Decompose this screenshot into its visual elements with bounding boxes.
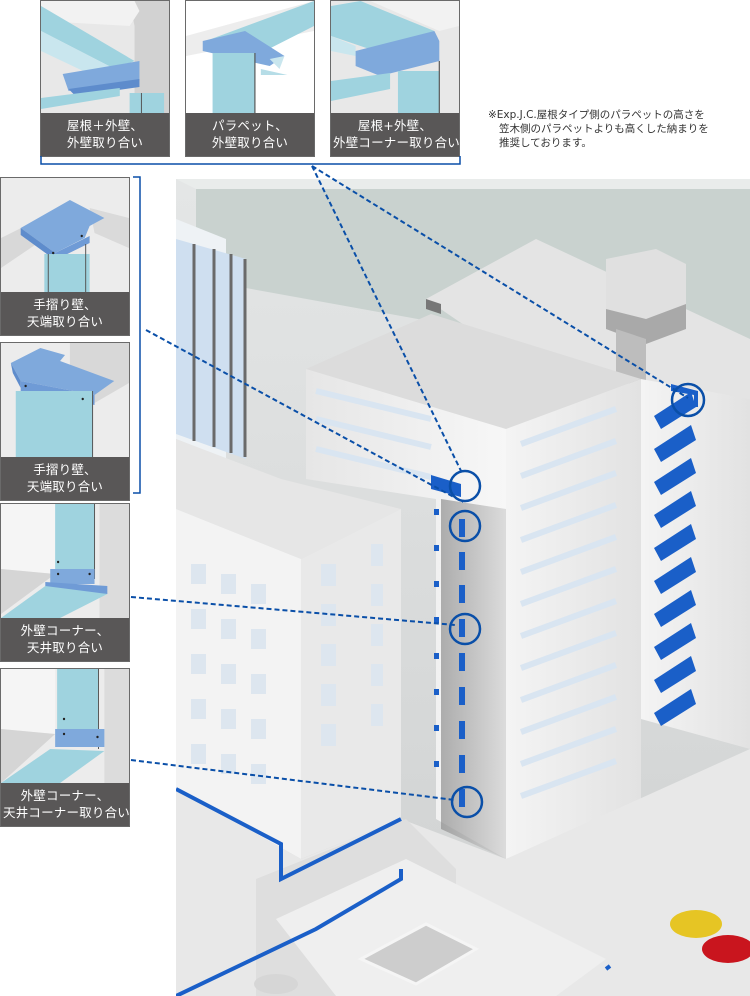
caption-line: 天井コーナー取り合い (3, 805, 130, 820)
left-bracket (133, 176, 141, 494)
building-illustration (176, 179, 750, 996)
caption-line: 外壁取り合い (66, 135, 144, 150)
detail-card-exterior-corner-ceiling-corner: 外壁コーナー、 天井コーナー取り合い (0, 668, 130, 827)
detail-caption: 外壁コーナー、 天井コーナー取り合い (1, 783, 129, 826)
detail-illustration (186, 1, 314, 113)
detail-caption: 屋根+外壁、 外壁コーナー取り合い (331, 113, 459, 156)
caption-line: 外壁コーナー、 (20, 623, 110, 638)
detail-caption: 外壁コーナー、 天井取り合い (1, 618, 129, 661)
glass-tower (176, 239, 247, 459)
detail-illustration (1, 343, 129, 457)
recommendation-note: ※Exp.J.C.屋根タイプ側のパラペットの高さを 笠木側のパラペットよりも高く… (488, 108, 750, 150)
low-building (176, 439, 401, 859)
caption-line: 手摺り壁、 (33, 462, 97, 477)
caption-line: 外壁コーナー取り合い (333, 135, 460, 150)
detail-card-exterior-corner-ceiling: 外壁コーナー、 天井取り合い (0, 503, 130, 662)
detail-card-roof-exterior-wall: 屋根＋外壁、 外壁取り合い (40, 0, 170, 157)
caption-line: パラペット、 (212, 118, 288, 133)
detail-card-roof-exterior-wall-corner: 屋根+外壁、 外壁コーナー取り合い (330, 0, 460, 157)
detail-caption: 手摺り壁、 天端取り合い (1, 457, 129, 500)
caption-line: 屋根+外壁、 (357, 118, 433, 133)
caption-line: 外壁取り合い (211, 135, 289, 150)
note-line: 推奨しております。 (499, 137, 592, 149)
caption-line: 手摺り壁、 (33, 297, 97, 312)
detail-caption: 手摺り壁、 天端取り合い (1, 292, 129, 335)
caption-line: 外壁コーナー、 (20, 788, 110, 803)
note-line: 笠木側のパラペットよりも高くした納まりを (499, 123, 709, 135)
detail-card-parapet-exterior-wall: パラペット、 外壁取り合い (185, 0, 315, 157)
detail-illustration (331, 1, 459, 113)
caption-line: 天端取り合い (26, 314, 104, 329)
floor-joint-lines (176, 787, 612, 996)
detail-illustration (1, 178, 129, 292)
detail-card-handrail-wall-top-2: 手摺り壁、 天端取り合い (0, 342, 130, 501)
detail-caption: 屋根＋外壁、 外壁取り合い (41, 113, 169, 156)
detail-card-handrail-wall-top-1: 手摺り壁、 天端取り合い (0, 177, 130, 336)
top-bracket (40, 156, 461, 165)
note-line: ※Exp.J.C.屋根タイプ側のパラペットの高さを (488, 109, 705, 121)
parked-cars (670, 910, 750, 963)
caption-line: 屋根＋外壁、 (66, 118, 144, 133)
detail-illustration (1, 504, 129, 618)
detail-illustration (41, 1, 169, 113)
detail-illustration (1, 669, 129, 783)
detail-caption: パラペット、 外壁取り合い (186, 113, 314, 156)
caption-line: 天端取り合い (26, 479, 104, 494)
caption-line: 天井取り合い (26, 640, 104, 655)
